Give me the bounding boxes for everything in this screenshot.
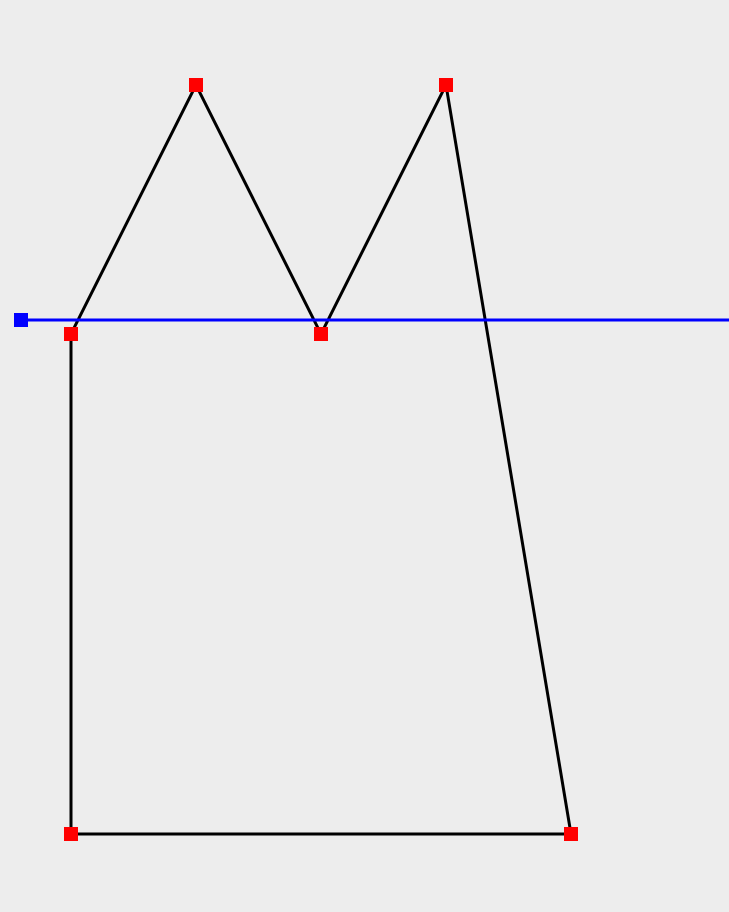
polygon-outline[interactable] xyxy=(69,80,573,836)
vertex-handle-icon[interactable] xyxy=(64,327,78,341)
vertex-handle-icon[interactable] xyxy=(314,327,328,341)
vertex-handle-icon[interactable] xyxy=(189,78,203,92)
vertex-handle-icon[interactable] xyxy=(64,827,78,841)
polygon-shape[interactable] xyxy=(69,80,573,836)
vertex-handles xyxy=(64,78,578,841)
guide-handle-icon[interactable] xyxy=(14,313,28,327)
vertex-handle-icon[interactable] xyxy=(439,78,453,92)
vertex-handle-icon[interactable] xyxy=(564,827,578,841)
